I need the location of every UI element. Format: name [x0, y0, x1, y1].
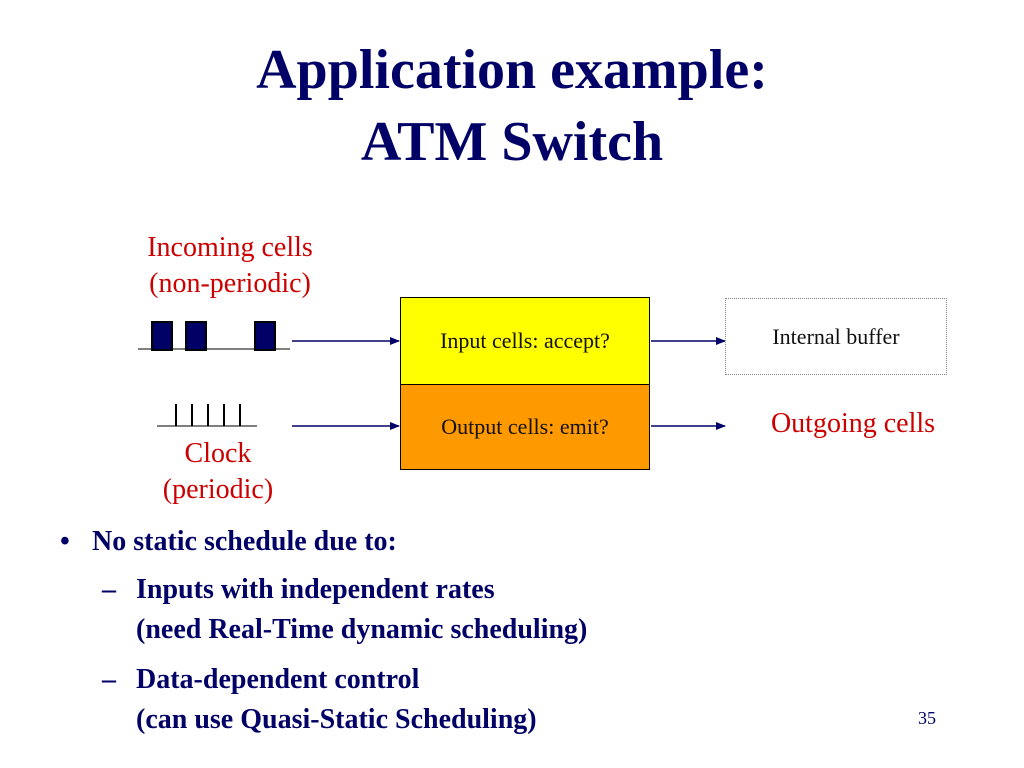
- bullet-main-text: No static schedule due to:: [92, 526, 397, 557]
- bullet-sub-2-line-1: Data-dependent control: [136, 664, 420, 695]
- internal-buffer-box: Internal buffer: [725, 298, 947, 375]
- incoming-cell: [151, 321, 173, 351]
- incoming-cell: [254, 321, 276, 351]
- page-number: 35: [918, 708, 936, 728]
- bullet-marker: •: [60, 526, 70, 557]
- outgoing-cells-label: Outgoing cells: [770, 408, 936, 439]
- bullet-sub-1-line-1: Inputs with independent rates: [136, 574, 495, 605]
- dash-marker: –: [102, 574, 116, 605]
- bullet-sub-2-line-2: (can use Quasi-Static Scheduling): [136, 704, 537, 735]
- input-cells-box-label: Input cells: accept?: [440, 328, 610, 353]
- dash-marker: –: [102, 664, 116, 695]
- bullet-sub-1-line-2: (need Real-Time dynamic scheduling): [136, 614, 588, 645]
- incoming-cell: [185, 321, 207, 351]
- title-line-1: Application example:: [256, 39, 768, 101]
- clock-label: Clock: [184, 438, 252, 469]
- output-cells-box: Output cells: emit?: [400, 384, 650, 470]
- clock-sublabel: (periodic): [162, 474, 274, 505]
- incoming-cells-sublabel: (non-periodic): [149, 268, 311, 299]
- title-line-2: ATM Switch: [360, 111, 664, 173]
- internal-buffer-label: Internal buffer: [772, 323, 900, 349]
- incoming-cells-label: Incoming cells: [147, 232, 313, 263]
- output-cells-box-label: Output cells: emit?: [441, 414, 609, 439]
- input-cells-box: Input cells: accept?: [400, 297, 650, 384]
